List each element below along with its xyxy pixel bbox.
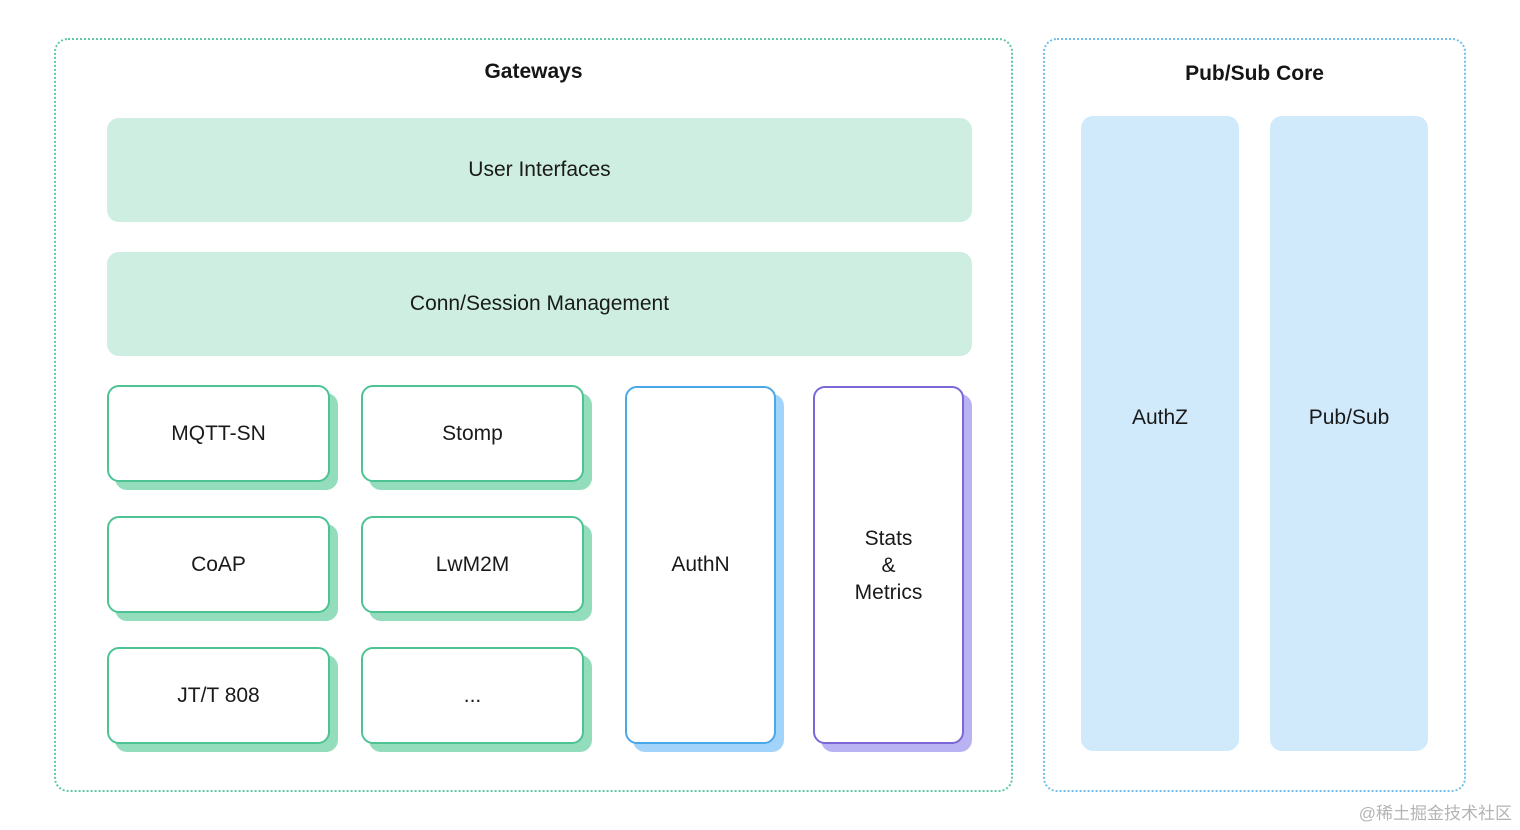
protocol-more: ... xyxy=(361,647,584,744)
authn-box: AuthN xyxy=(625,386,776,744)
gateways-panel xyxy=(54,38,1013,792)
metrics-label: Metrics xyxy=(854,580,923,604)
stats-metrics-box: Stats & Metrics xyxy=(813,386,964,744)
pubsub-core-panel xyxy=(1043,38,1466,792)
protocol-jtt808: JT/T 808 xyxy=(107,647,330,744)
protocol-mqtt-sn: MQTT-SN xyxy=(107,385,330,482)
protocol-stomp: Stomp xyxy=(361,385,584,482)
stats-label: Stats xyxy=(864,526,913,550)
pubsub-core-title: Pub/Sub Core xyxy=(1185,62,1324,85)
pubsub-column: Pub/Sub xyxy=(1270,116,1428,751)
protocol-lwm2m: LwM2M xyxy=(361,516,584,613)
watermark: @稀土掘金技术社区 xyxy=(1358,804,1512,823)
authz-column: AuthZ xyxy=(1081,116,1239,751)
gateways-title: Gateways xyxy=(484,60,583,83)
protocol-coap: CoAP xyxy=(107,516,330,613)
user-interfaces-layer: User Interfaces xyxy=(107,118,972,222)
ampersand-label: & xyxy=(881,553,896,577)
conn-session-management-layer: Conn/Session Management xyxy=(107,252,972,356)
